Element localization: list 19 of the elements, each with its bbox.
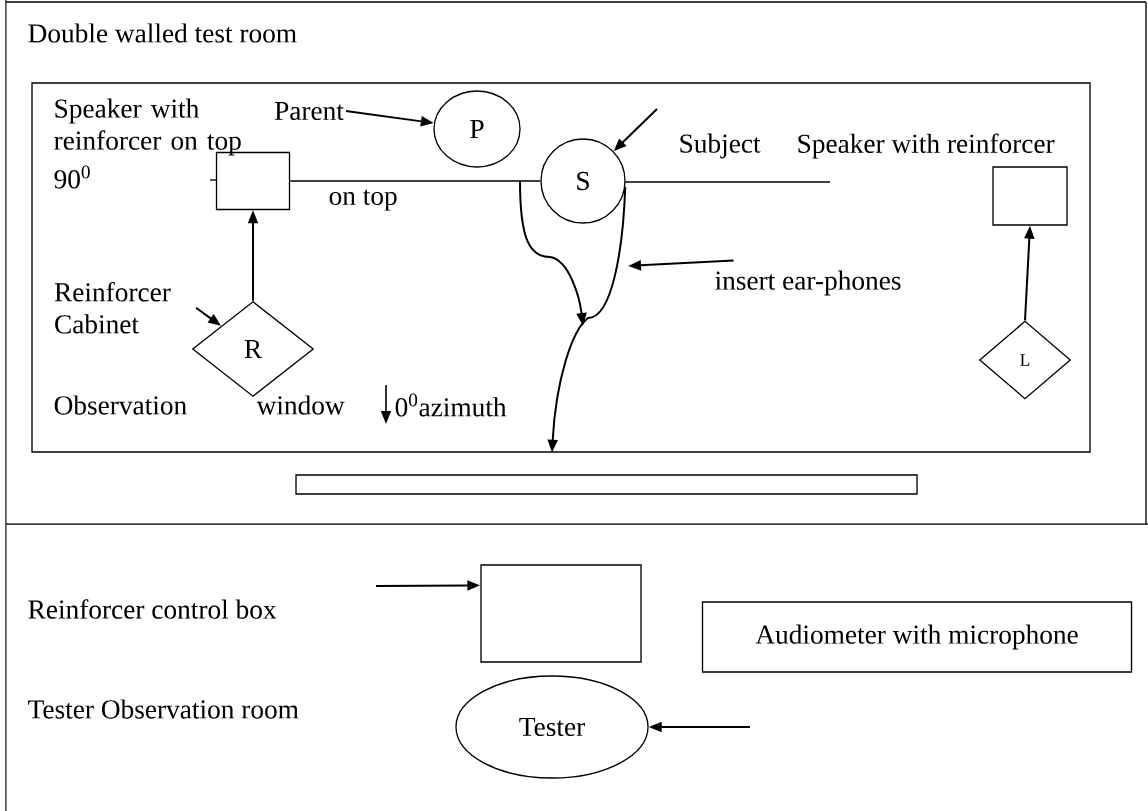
speaker-box	[992, 166, 1068, 226]
speaker-label: Speaker with reinforcer on top	[54, 98, 241, 156]
parent-label: Parent	[274, 101, 344, 121]
audiometer-box: Audiometer with microphone	[701, 601, 1133, 673]
room-label: Reinforcer control box	[28, 599, 277, 619]
control-box	[480, 564, 642, 663]
window-label: window	[256, 395, 345, 415]
subject-label: Subject	[680, 133, 761, 159]
window-bar	[295, 474, 918, 495]
annotation-text: insert ear-phones	[715, 270, 901, 296]
cabinet-label: Reinforcer Cabinet	[54, 282, 171, 334]
angle-label: 90$^{0}$	[54, 165, 90, 189]
position-label: on top	[329, 189, 397, 211]
azimuth-label: 0$^{0}$azimuth	[395, 393, 507, 417]
speaker-label: Speaker with reinforcer	[798, 133, 1055, 159]
room-title: Double walled test room	[28, 23, 297, 43]
window-label: Observation	[54, 395, 187, 415]
room-label: Tester Observation room	[28, 699, 299, 719]
room-box	[31, 82, 1091, 453]
